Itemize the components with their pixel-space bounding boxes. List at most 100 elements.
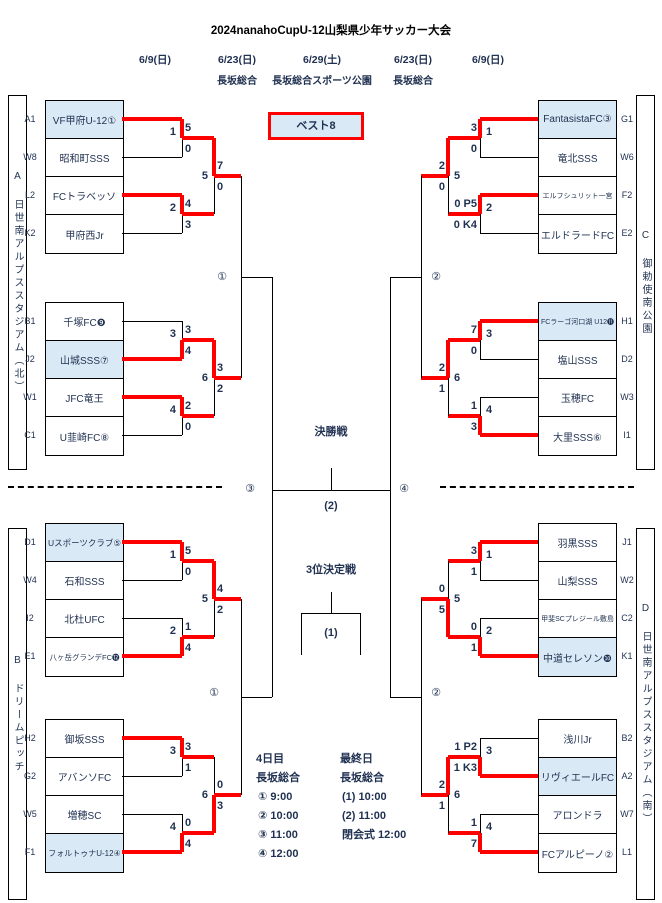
bracket-line (446, 138, 450, 176)
bracket-line (182, 136, 214, 140)
bracket-line (272, 490, 391, 491)
bracket-line (478, 416, 482, 435)
team-box: FantasistaFC③ 竜北SSS エルフシュリット一宮 エルドラードFC (538, 100, 617, 254)
score: 0 (438, 181, 445, 193)
bracket-line (122, 233, 182, 234)
match-number: 5 (454, 170, 461, 182)
score: 1 (470, 400, 477, 412)
schedule-line: ④ 12:00 (258, 848, 299, 860)
qf-label-top-left: ① (217, 271, 227, 283)
bracket-line (421, 174, 448, 178)
bracket-group: H1 D2 W3 I1 FCラーゴ河口湖 U12⓫ 塩山SSS 玉穂FC 大里S… (0, 302, 662, 456)
divider-dashed (440, 486, 634, 488)
team-name: 甲斐SCプレジール敷島 (541, 615, 614, 623)
bracket-line (212, 561, 216, 599)
bracket-line (478, 321, 482, 340)
bracket-line (182, 814, 183, 833)
slot-code: E1 (24, 651, 36, 661)
bracket-line (212, 795, 216, 833)
bracket-line (480, 138, 481, 157)
bracket-group: G1 W6 F2 E2 FantasistaFC③ 竜北SSS エルフシュリット… (0, 100, 662, 254)
team-name: 中道セレソン❿ (543, 653, 612, 665)
bracket-line (301, 613, 361, 614)
team-box: 千塚FC❾ 山城SSS⑦ JFC竜王 U韮崎FC⑧ (45, 302, 124, 456)
score: 2 (438, 779, 445, 791)
slot-code: W4 (23, 575, 37, 585)
team-name: 石和SSS (64, 577, 105, 588)
bracket-line (448, 176, 449, 214)
team-name: FCアルピーノ② (541, 849, 614, 861)
score: 0 (185, 421, 192, 433)
slot-code: I2 (26, 613, 34, 623)
schedule-line: ① 9:00 (258, 791, 293, 803)
match-number: 2 (486, 625, 493, 637)
team-name: アロンドラ (552, 811, 603, 822)
slot-code: B2 (621, 733, 633, 743)
bracket-line (480, 774, 538, 778)
score: 4 (185, 198, 192, 210)
bracket-line (480, 157, 538, 158)
bracket-line (421, 376, 448, 380)
venue-sidebar-a: A 日世南アルプススタジアム（北） (8, 95, 27, 470)
team-name: 八ヶ岳グランデFC⓬ (49, 652, 120, 662)
team-name: 甲府西Jr (65, 230, 104, 242)
match-number: 3 (486, 328, 493, 340)
qf-label-top-right: ② (431, 271, 441, 283)
score: 2 (438, 362, 445, 374)
round-date: 6/9(日) (471, 54, 505, 66)
team-box: FCラーゴ河口湖 U12⓫ 塩山SSS 玉穂FC 大里SSS⑥ (538, 302, 617, 456)
slot-code: J1 (622, 537, 632, 547)
score: 0 (470, 345, 477, 357)
bracket-line (478, 833, 482, 852)
slot-code: W1 (23, 392, 37, 402)
team-name: Uスポーツクラブ⑤ (47, 537, 122, 548)
score: 4 (185, 642, 192, 654)
venue-sidebar-b: B ドリームピッチ (8, 528, 27, 900)
bracket-line (446, 757, 450, 795)
bracket-line (480, 319, 538, 323)
team-cell: VF甲府U-12① (46, 101, 123, 139)
team-cell: 御坂SSS (46, 720, 123, 758)
final-match-number: (2) (324, 500, 338, 512)
team-cell: 北杜UFC (46, 600, 123, 638)
team-cell: 甲府西Jr (46, 215, 123, 253)
slot-code: F1 (24, 847, 36, 857)
score: 5 (185, 122, 192, 134)
team-cell: 玉穂FC (539, 379, 616, 417)
bracket-line (180, 637, 184, 656)
bracket-line (122, 618, 182, 619)
schedule-line: (1) 10:00 (342, 791, 387, 803)
tournament-title: 2024nanahoCupU-12山梨県少年サッカー大会 (210, 25, 452, 37)
round-date: 6/23(日) (218, 54, 256, 66)
bracket-line (480, 561, 481, 580)
match-number: 4 (169, 404, 176, 416)
bracket-line (421, 597, 448, 601)
slot-code: G1 (620, 114, 633, 124)
bracket-line (448, 559, 480, 563)
team-cell: Uスポーツクラブ⑤ (46, 524, 123, 562)
score: 3 (185, 324, 192, 336)
bracket-line (478, 542, 482, 561)
score: 0 (470, 621, 477, 633)
round-date: 6/9(日) (138, 54, 172, 66)
match-number: 2 (486, 202, 493, 214)
match-number: 2 (169, 625, 176, 637)
bracket-line (214, 176, 215, 214)
bracket-line (122, 654, 182, 658)
team-cell: U韮崎FC⑧ (46, 417, 123, 455)
best8-badge: ベスト8 (268, 112, 364, 140)
third-place-match-number: (1) (324, 627, 338, 639)
bracket-line (214, 376, 241, 380)
bracket-line (448, 831, 480, 835)
match-number: 3 (486, 745, 493, 757)
venue-sidebar-label: A 日世南アルプススタジアム（北） (12, 171, 23, 394)
bracket-line (448, 635, 480, 639)
team-cell: FCラーゴ河口湖 U12⓫ (539, 303, 616, 341)
score: 4 (185, 838, 192, 850)
schedule-finalday-title: 最終日 (340, 753, 373, 765)
score: 1 (185, 762, 192, 774)
score: 5 (185, 545, 192, 557)
bracket-line (480, 738, 538, 739)
bracket-group: D1 W4 I2 E1 Uスポーツクラブ⑤ 石和SSS 北杜UFC 八ヶ岳グラン… (0, 523, 662, 677)
